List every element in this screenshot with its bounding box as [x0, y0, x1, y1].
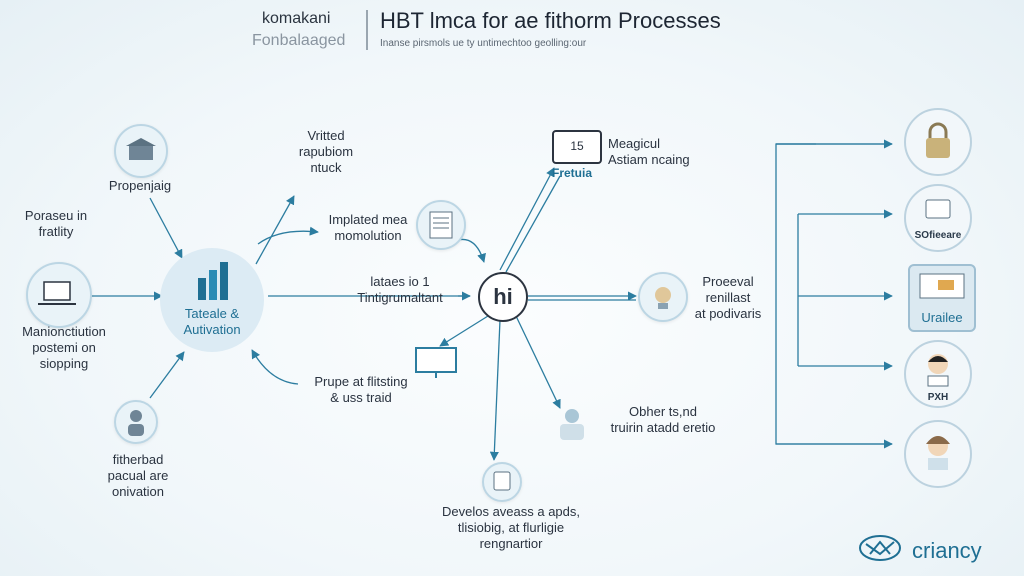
node-proeeval: Proeeval renillast at podivaris — [694, 274, 762, 321]
person-icon — [114, 400, 158, 444]
edge-center-to-develos — [489, 319, 501, 461]
pxh-label: PXH — [927, 392, 949, 403]
node-propenjaig: Propenjaig — [108, 178, 172, 193]
edge-hub-to-implated — [257, 226, 319, 245]
footer-logo-text: criancy — [912, 538, 982, 563]
woman-node — [904, 420, 972, 488]
bracket-right — [775, 143, 892, 445]
person-node: PXH — [904, 340, 972, 408]
device-icon — [482, 462, 522, 502]
node-implated: Implated mea momolution — [328, 212, 408, 243]
software-label: SOfieeare — [914, 230, 962, 241]
edge-center-to-magical — [499, 167, 555, 271]
header-divider — [366, 10, 368, 50]
edge-hub-to-vritted — [255, 195, 295, 265]
node-vritted: Vritted rapubiom ntuck — [298, 128, 354, 175]
center-node: hi — [478, 272, 528, 322]
node-prupe: Prupe at flitsting & uss traid — [314, 374, 408, 405]
urailee-label: Urailee — [921, 310, 963, 325]
hub-label: Tateale & Autivation — [183, 306, 241, 337]
edge-bottom-to-hub — [149, 351, 185, 399]
urailee-node: Urailee — [908, 264, 976, 332]
logo-icon — [856, 532, 904, 564]
node-meagicul: Meagicul Astiam ncaing — [608, 136, 690, 167]
edge-center-to-monitor — [439, 315, 489, 347]
edge-top-to-hub — [149, 197, 183, 259]
laptop-icon — [26, 262, 92, 328]
team-icon — [548, 406, 596, 444]
page-subtitle: Inanse pirsmols ue ty untimechtoo geolli… — [380, 38, 587, 49]
node-lataes: lataes io 1 Tintigrumaltant — [357, 274, 443, 305]
page-title: HBT lmca for ae fithorm Processes — [380, 8, 721, 33]
brand-subname: Fonbalaaged — [252, 32, 346, 49]
document-icon — [416, 200, 466, 250]
calendar-box: 15 — [552, 130, 602, 164]
node-fretuia: Fretuia — [552, 166, 593, 180]
edge-center-to-otherstand — [515, 315, 561, 409]
node-fitherbad: fitherbad pacual are onivation — [107, 452, 169, 499]
node-manionctiution: Manionctiution postemi on siopping — [22, 324, 106, 371]
edge-prupe-to-hub — [251, 349, 299, 385]
node-develos: Develos aveass a apds, tlisiobig, at flu… — [441, 504, 581, 551]
software-node: SOfieeare — [904, 184, 972, 252]
hub-node — [160, 248, 264, 352]
node-poraseu: Poraseu in fratlity — [24, 208, 88, 239]
node-obher: Obher ts,nd truirin atadd eretio — [610, 404, 716, 435]
edge-center-to-magical-2 — [505, 175, 561, 273]
building-icon — [114, 124, 168, 178]
lock-icon — [904, 108, 972, 176]
bar-chart-icon — [198, 262, 228, 300]
brand-name: komakani — [262, 10, 331, 27]
award-icon — [638, 272, 688, 322]
monitor-icon — [414, 346, 460, 380]
